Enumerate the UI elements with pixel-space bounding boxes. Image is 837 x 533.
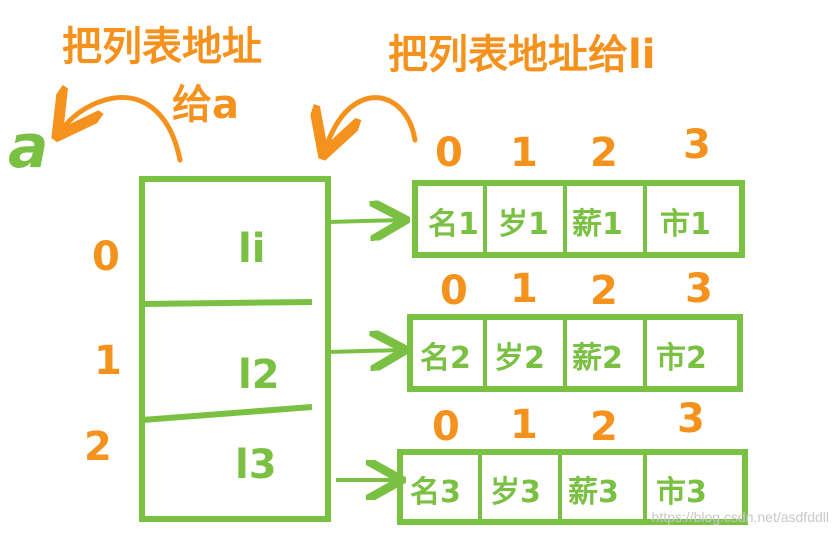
outer-divider [141,299,313,307]
list1-index-3: 3 [683,122,711,168]
list1-index-0: 0 [435,130,463,176]
outer-divider [141,404,313,423]
right-curved-arrow [325,95,418,150]
list3-index-3: 3 [677,396,705,442]
outer-index-1: 1 [94,338,122,384]
outer-cell-1: l2 [238,352,280,398]
list2-index-1: 1 [510,266,538,312]
list2-cell-1: 岁2 [494,341,545,376]
list2-cell-0: 名2 [420,341,471,376]
list1-cell-1: 岁1 [498,207,549,242]
watermark: https://blog.csdn.net/asdfddll [651,509,829,525]
left-note-line2: 给a [172,82,239,128]
variable-a: a [8,112,49,182]
list1-cell-0: 名1 [428,207,479,242]
list3-cell-0: 名3 [410,475,461,510]
left-curved-arrow [60,98,183,163]
arrow-to-list-2 [327,350,402,352]
list3-cell-2: 薪3 [568,475,619,510]
list3-index-1: 1 [510,402,538,448]
list1-index-1: 1 [510,130,538,176]
right-note: 把列表地址给li [388,32,656,78]
list2-index-2: 2 [590,268,618,314]
outer-cell-2: l3 [235,442,277,488]
outer-cell-0: li [238,226,265,272]
inner-list-2 [407,314,743,392]
list3-index-0: 0 [432,404,460,450]
outer-index-2: 2 [84,424,112,470]
arrow-to-list-1 [327,220,402,222]
list3-cell-1: 岁3 [490,475,541,510]
list2-cell-2: 薪2 [572,341,623,376]
list1-cell-3: 市1 [660,207,711,242]
outer-index-0: 0 [92,234,120,280]
outer-list [139,176,331,522]
list2-index-0: 0 [440,268,468,314]
list2-cell-3: 市2 [656,341,707,376]
list3-index-2: 2 [590,404,618,450]
list3-cell-3: 市3 [656,475,707,510]
list1-cell-2: 薪1 [572,207,623,242]
list1-index-2: 2 [590,130,618,176]
list2-index-3: 3 [685,266,713,312]
left-note-line1: 把列表地址 [62,24,262,70]
inner-list-3 [397,449,748,525]
inner-list-1 [412,180,745,258]
